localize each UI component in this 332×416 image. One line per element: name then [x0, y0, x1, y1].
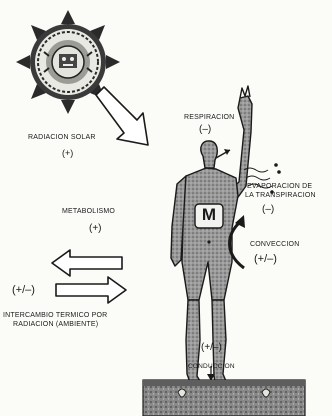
radiacion-solar-label: RADIACION SOLAR: [28, 134, 96, 142]
conduccion-sign: (+/–): [201, 342, 222, 353]
respiracion-label: RESPIRACION: [184, 114, 234, 122]
intercambio-label-line2: RADIACION (AMBIENTE): [13, 321, 98, 329]
conduccion-label: CONDUCCION: [188, 363, 235, 370]
metabolismo-sign: (+): [89, 223, 102, 234]
conveccion-label: CONVECCION: [250, 241, 299, 249]
intercambio-label-line1: INTERCAMBIO TERMICO POR: [3, 312, 107, 320]
evaporacion-label-line1: EVAPORACION DE: [247, 183, 312, 191]
metabolism-letter: M: [197, 205, 221, 225]
conveccion-sign: (+/–): [254, 253, 277, 265]
solar-arrow-icon: [96, 87, 148, 145]
ground-block: [143, 380, 305, 416]
evaporacion-sign: (–): [262, 204, 274, 215]
radiacion-solar-sign: (+): [62, 148, 73, 158]
metabolismo-label: METABOLISMO: [62, 208, 115, 216]
respiracion-sign: (–): [199, 124, 211, 135]
evaporacion-label-line2: LA TRANSPIRACION: [245, 192, 316, 200]
radiation-exchange-arrows-icon: [52, 250, 126, 303]
intercambio-sign: (+/–): [12, 284, 35, 296]
